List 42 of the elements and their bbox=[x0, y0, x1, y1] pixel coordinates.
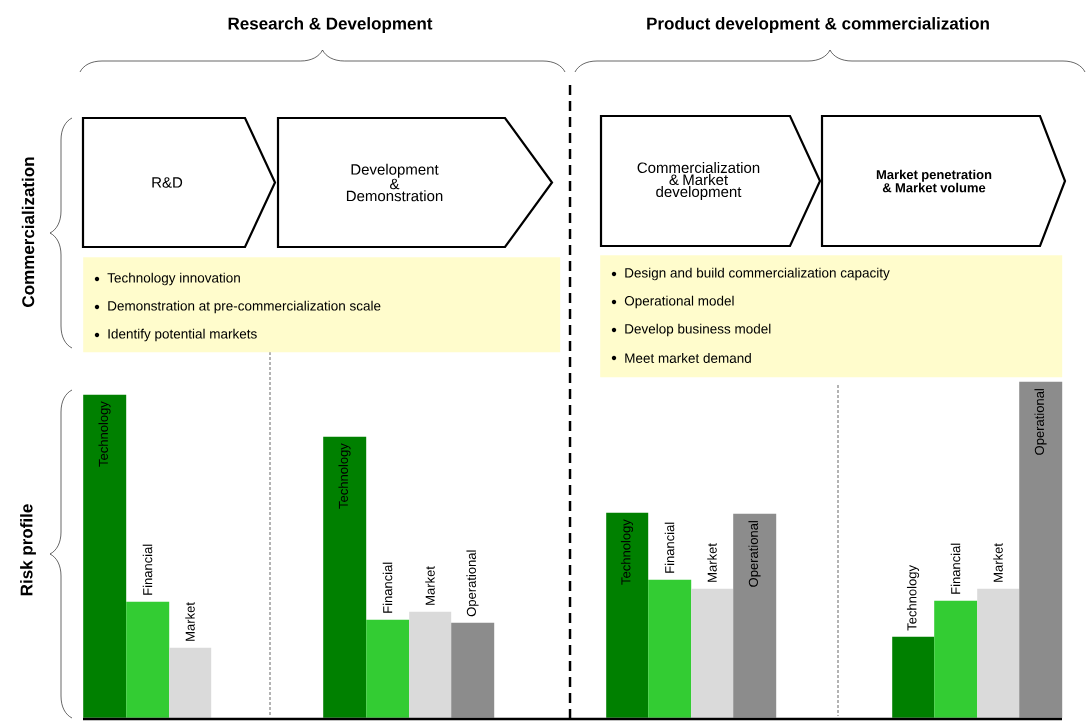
bullet-item: Develop business model bbox=[625, 323, 771, 337]
bullet-item: Technology innovation bbox=[107, 272, 240, 286]
risk-bar: Market bbox=[409, 566, 452, 718]
risk-bar: Technology bbox=[606, 512, 649, 718]
risk-bar: Financial bbox=[934, 543, 978, 718]
stage-box: Commercialization & Market development bbox=[599, 114, 822, 248]
bullet-item: Design and build commercialization capacity bbox=[625, 267, 890, 281]
risk-bar: Financial bbox=[366, 562, 410, 718]
node-label: Technology bbox=[906, 565, 920, 631]
stage-box: R&D bbox=[81, 116, 277, 249]
bullet-item: Identify potential markets bbox=[108, 328, 257, 342]
note-box bbox=[600, 255, 1063, 378]
note-box bbox=[83, 257, 561, 353]
node-label: Financial bbox=[382, 562, 393, 613]
node-label: Financial bbox=[664, 522, 675, 573]
risk-bar: Financial bbox=[126, 544, 170, 718]
risk-bar: Financial bbox=[648, 522, 692, 718]
heading: Research & Development bbox=[228, 17, 433, 33]
risk-bar: Operational bbox=[733, 513, 777, 718]
bullet-item: Demonstration at pre-commercialization scale bbox=[108, 300, 381, 314]
risk-bar: Operational bbox=[1019, 381, 1063, 718]
bullet-item: Operational model bbox=[624, 295, 734, 309]
stage-box: Market penetration & Market volume bbox=[820, 114, 1067, 248]
node-label: Market bbox=[425, 566, 435, 605]
risk-bar: Operational bbox=[451, 550, 495, 718]
risk-bar: Technology bbox=[323, 436, 367, 718]
node-label: Market bbox=[185, 602, 195, 641]
node-label: Operational bbox=[466, 550, 479, 617]
stage-box: Development & Demonstration bbox=[276, 116, 554, 249]
node-label: Financial bbox=[142, 544, 153, 595]
heading: Product development & commercialization bbox=[647, 17, 989, 33]
side-title: Risk profile bbox=[20, 504, 36, 596]
bullet-item: Meet market demand bbox=[625, 353, 751, 363]
risk-bar: Market bbox=[169, 602, 212, 718]
risk-bar: Market bbox=[691, 543, 734, 718]
risk-bar: Market bbox=[977, 543, 1020, 718]
node-label: Market bbox=[707, 543, 717, 582]
node-label: Financial bbox=[950, 543, 961, 594]
side-title: Commercialization bbox=[21, 157, 35, 307]
risk-bar: Technology bbox=[83, 394, 127, 718]
node-label: Market bbox=[993, 543, 1003, 582]
risk-bar: Technology bbox=[892, 565, 935, 718]
